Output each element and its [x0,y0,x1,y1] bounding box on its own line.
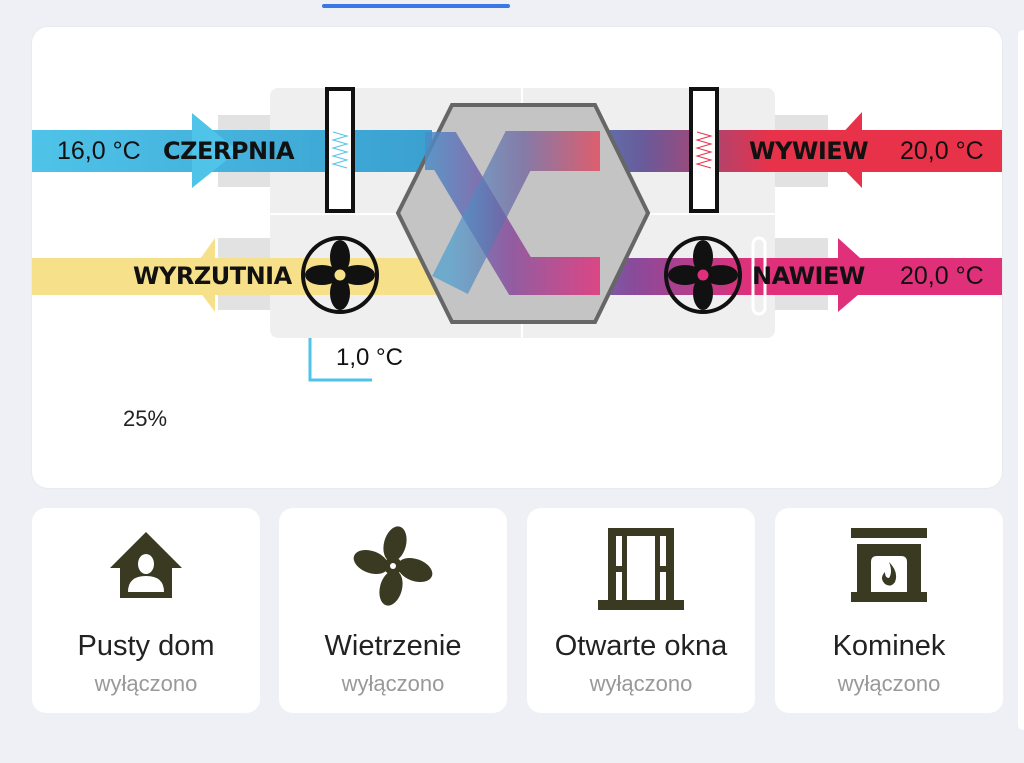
mode-state: wyłączono [837,671,941,696]
mode-state: wyłączono [589,671,693,696]
exhaust-temp: 1,0 °C [336,344,403,371]
mode-tile-wietrzenie[interactable]: Wietrzenie wyłączono [279,508,507,713]
mode-tile-kominek[interactable]: Kominek wyłączono [775,508,1003,713]
mode-state: wyłączono [341,671,445,696]
active-tab-indicator [322,4,510,8]
extract-arrowhead [826,112,862,188]
mode-title: Otwarte okna [554,630,728,662]
supply-temp: 20,0 °C [900,262,984,290]
exhaust-temp-bracket [308,338,372,382]
extract-filter [689,87,719,213]
supply-fan-icon [664,236,742,314]
heater-icon [751,236,767,316]
window-icon [598,528,684,610]
supply-arrowhead [838,238,880,312]
intake-label: CZERPNIA [163,137,295,165]
mode-title: Pusty dom [77,630,215,662]
exhaust-fan-icon [301,236,379,314]
fan-speed-value: 25% [123,406,168,431]
intake-filter [325,87,355,213]
mode-title: Kominek [832,630,946,662]
home-person-icon [110,532,182,598]
intake-temp: 16,0 °C [57,137,141,165]
recuperator-diagram [32,87,1002,382]
extract-label: WYWIEW [749,137,869,165]
exhaust-air-band [32,258,452,295]
mode-tile-otwarte-okna[interactable]: Otwarte okna wyłączono [527,508,755,713]
mode-state: wyłączono [94,671,198,696]
mode-title: Wietrzenie [324,630,462,662]
fan-icon [353,526,433,606]
fireplace-icon [851,528,927,602]
exhaust-label: WYRZUTNIA [133,262,292,290]
next-card-edge [1018,30,1024,730]
mode-tile-pusty-dom[interactable]: Pusty dom wyłączono [32,508,260,713]
intake-arrowhead [192,113,238,188]
supply-label: NAWIEW [752,262,865,290]
exhaust-arrowhead [188,238,215,312]
extract-temp: 20,0 °C [900,137,984,165]
